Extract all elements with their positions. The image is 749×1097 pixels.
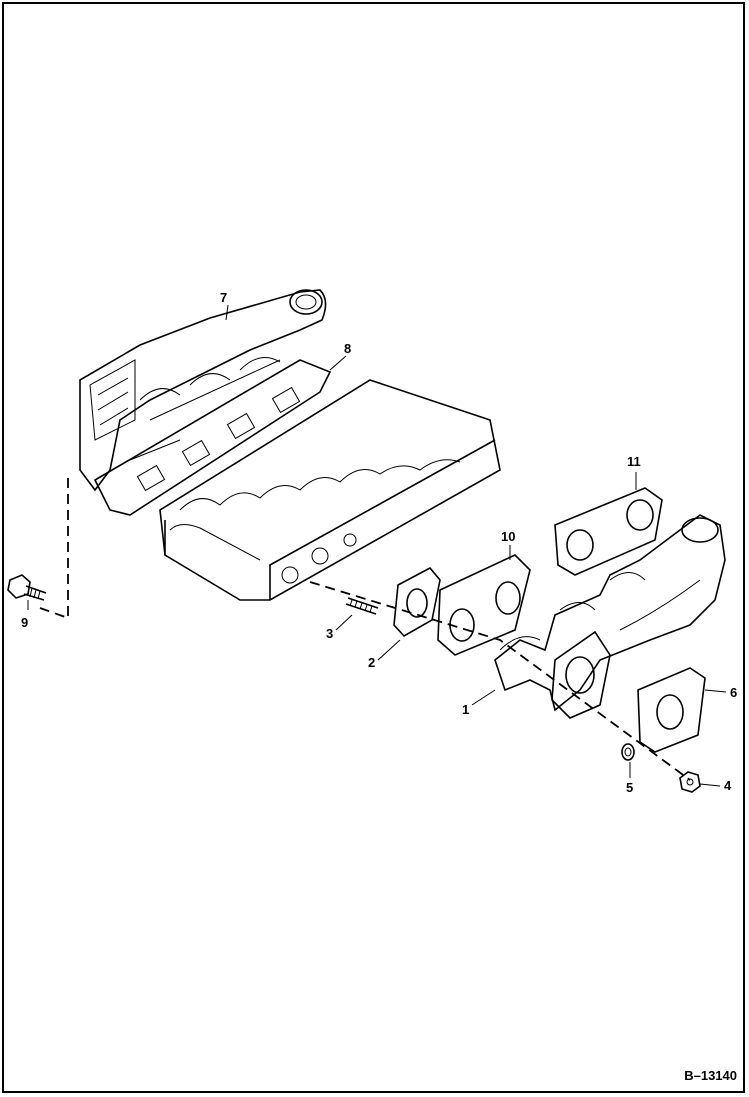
- callout-4: 4: [724, 778, 732, 793]
- callout-2: 2: [368, 655, 375, 670]
- leader-lines: [27, 304, 727, 787]
- stud: [345, 597, 379, 615]
- callout-11: 11: [627, 454, 641, 469]
- callout-7: 7: [220, 290, 227, 305]
- exhaust-gasket-11: [554, 487, 663, 576]
- alignment-lines: [39, 478, 691, 781]
- figure-number: B–13140: [684, 1068, 737, 1083]
- bolt: [7, 574, 47, 601]
- lock-washer: [621, 743, 635, 761]
- exhaust-gasket-10: [437, 554, 531, 656]
- callout-10: 10: [501, 529, 515, 544]
- callout-5: 5: [626, 780, 633, 795]
- exhaust-gasket-small: [393, 566, 441, 638]
- callout-6: 6: [730, 685, 737, 700]
- callout-3: 3: [326, 626, 333, 641]
- cylinder-head: [159, 379, 501, 601]
- callout-labels: 7 8 9 3 2 11 10 1 6 5 4: [21, 290, 737, 795]
- exhaust-manifold: [494, 514, 726, 719]
- callout-1: 1: [462, 702, 469, 717]
- nut: [679, 771, 701, 793]
- callout-9: 9: [21, 615, 28, 630]
- callout-8: 8: [344, 341, 351, 356]
- intake-gasket: [93, 359, 332, 516]
- outlet-gasket: [637, 667, 706, 753]
- intake-manifold: [79, 289, 327, 492]
